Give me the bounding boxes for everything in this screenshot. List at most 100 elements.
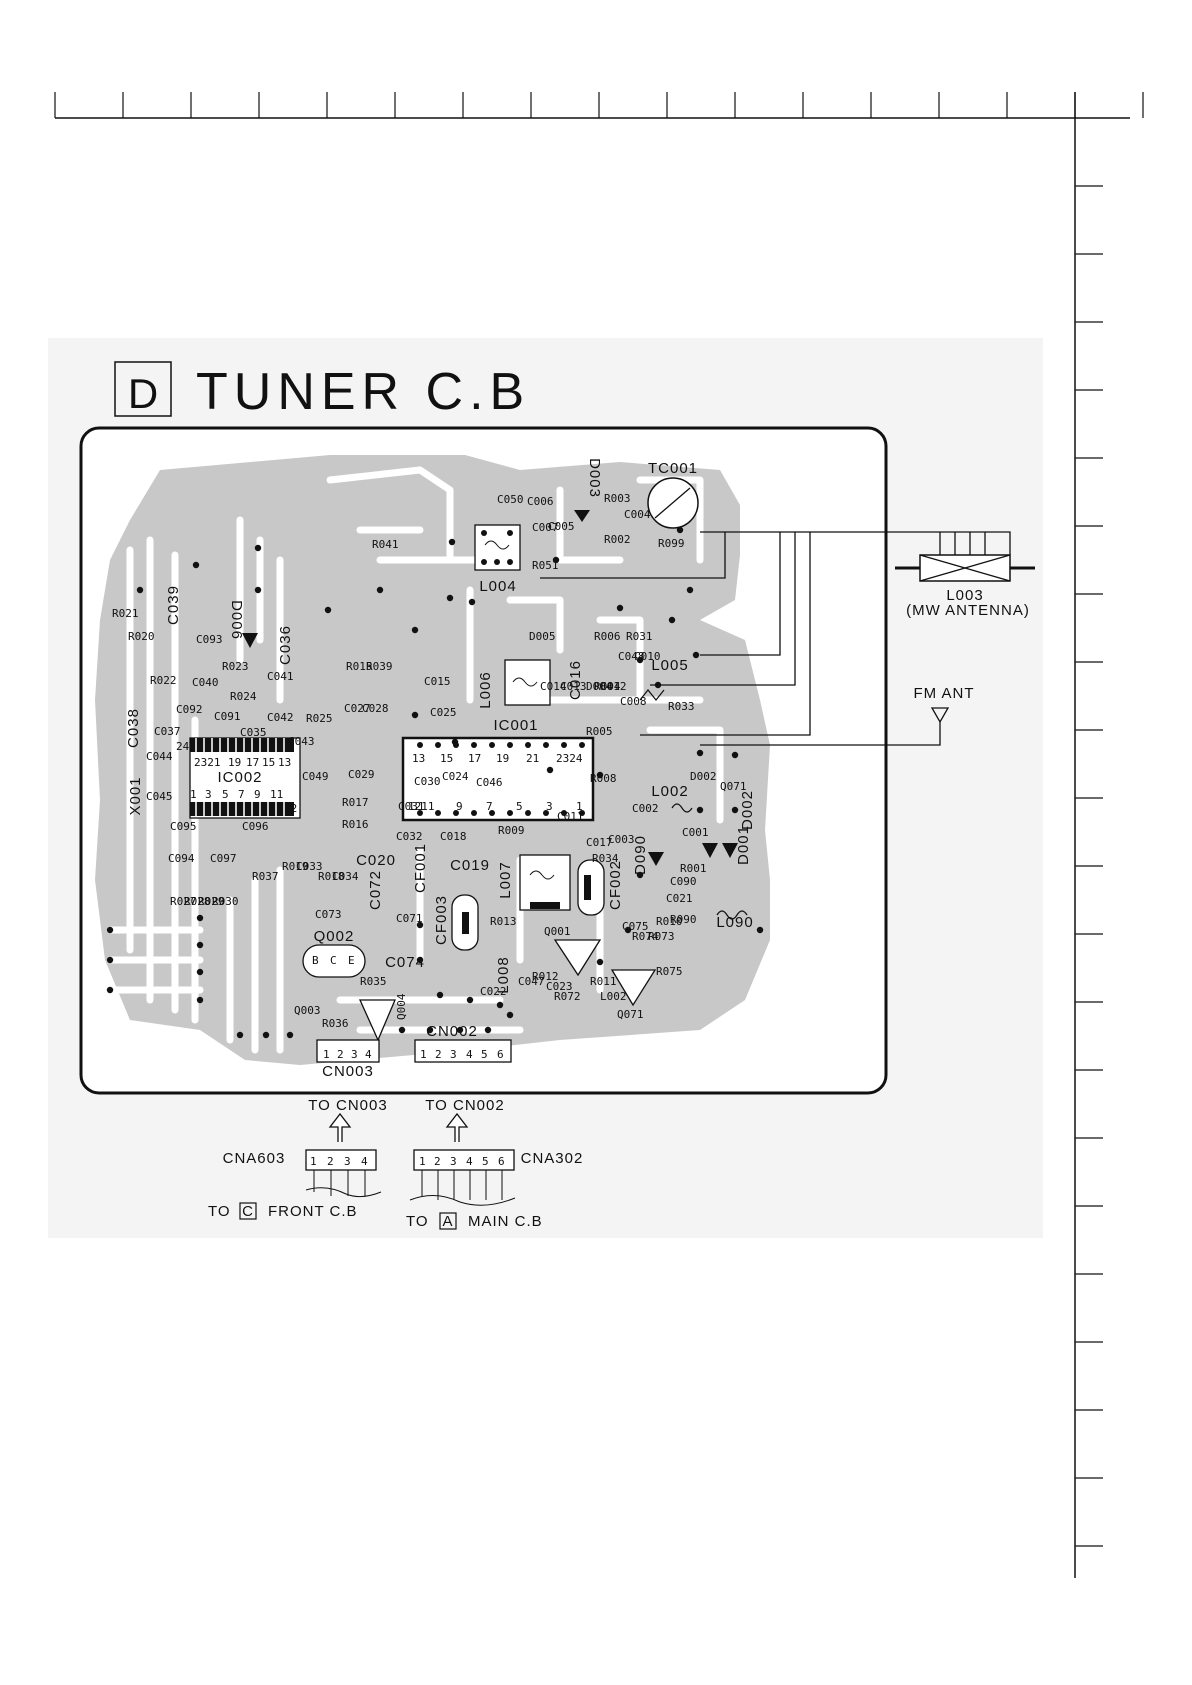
solder-pad (446, 594, 454, 602)
ic002-pin-9: 9 (254, 788, 261, 801)
q003-label: Q003 (294, 1004, 321, 1017)
fm-antenna: FM ANT (914, 685, 974, 724)
component-label-c033: C033 (296, 860, 323, 873)
solder-pad (456, 1026, 464, 1034)
component-label-r021: R021 (112, 607, 139, 620)
component-label-c003: C003 (608, 833, 635, 846)
component-label-r011: R011 (590, 975, 617, 988)
solder-pad (398, 1026, 406, 1034)
to-main-prefix: TO (406, 1213, 429, 1230)
cn002-connector: CN002 1 2 3 4 5 6 (414, 1023, 512, 1063)
component-label-r039: R039 (366, 660, 393, 673)
cn003-pin-3: 3 (351, 1048, 358, 1061)
solder-pad (636, 656, 644, 664)
ic001-pin-3: 3 (546, 800, 553, 813)
component-label-r075: R075 (656, 965, 683, 978)
mw-antenna-coil: L003 (MW ANTENNA) (895, 532, 1035, 619)
component-label-c095: C095 (170, 820, 197, 833)
solder-pad (756, 926, 764, 934)
component-label-r003: R003 (604, 492, 631, 505)
l006-coil: L006 (477, 659, 551, 709)
solder-pad (411, 626, 419, 634)
solder-pad (676, 526, 684, 534)
cna302-connector (413, 1149, 515, 1171)
component-label-r028: R028 (184, 895, 211, 908)
c072-label: C072 (367, 870, 384, 910)
solder-pad (196, 996, 204, 1004)
component-label-c011: C011 (557, 810, 584, 823)
to-cn003-label: TO CN003 (308, 1097, 387, 1114)
ic001-pin-9: 9 (456, 800, 463, 813)
component-label-c004: C004 (624, 508, 651, 521)
component-label-c091: C091 (214, 710, 241, 723)
cn003-pin-2: 2 (337, 1048, 344, 1061)
cna302-pin-5: 5 (482, 1155, 489, 1168)
solder-pad (254, 544, 262, 552)
component-label-r041: R041 (372, 538, 399, 551)
solder-pad (262, 1031, 270, 1039)
component-label-c037: C037 (154, 725, 181, 738)
solder-pad (468, 598, 476, 606)
component-label-c012: C012 (600, 680, 627, 693)
cf003-filter: CF003 (433, 894, 479, 951)
component-label-r010: R010 (656, 915, 683, 928)
component-label-c034: C034 (332, 870, 359, 883)
cna302-pin-6: 6 (498, 1155, 505, 1168)
component-label-r009: R009 (498, 824, 525, 837)
component-label-c094: C094 (168, 852, 195, 865)
q071-label: Q071 (617, 1008, 644, 1021)
ic002-pin-19: 19 (228, 756, 241, 769)
ic002-pin-2321: 2321 (194, 756, 221, 769)
cn003-pin-4: 4 (365, 1048, 372, 1061)
component-label-d004: D004 (586, 680, 613, 693)
d090-label: D090 (632, 835, 649, 875)
d001-label: D001 (735, 825, 752, 865)
q002-label: Q002 (314, 928, 355, 945)
cna603-pin-1: 1 (310, 1155, 317, 1168)
q002-transistor: Q002 B C E (302, 928, 366, 978)
solder-pad (451, 738, 459, 746)
l007-label: L007 (497, 861, 514, 898)
ic002-pin-5: 5 (222, 788, 229, 801)
component-label-c046: C046 (476, 776, 503, 789)
component-label-c024: C024 (442, 770, 469, 783)
cn003-pin-1: 1 (323, 1048, 330, 1061)
solder-pad (411, 711, 419, 719)
c020-label: C020 (356, 852, 396, 869)
cna302-pin-3: 3 (450, 1155, 457, 1168)
d005-label: D005 (529, 630, 556, 643)
l004-coil: L004 (474, 524, 521, 595)
component-label-c049: C049 (302, 770, 329, 783)
solder-pad (196, 941, 204, 949)
component-label-r016: R016 (342, 818, 369, 831)
main-letter-box (439, 1212, 457, 1230)
component-label-r037: R037 (252, 870, 279, 883)
solder-pad (426, 1026, 434, 1034)
ic001-pin-1: 1 (576, 800, 583, 813)
ic001-pin-5: 5 (516, 800, 523, 813)
ic001-pin-2324: 2324 (556, 752, 583, 765)
component-label-c047: C047 (518, 975, 545, 988)
solder-pad (106, 926, 114, 934)
component-label-c002: C002 (632, 802, 659, 815)
component-label-r023: R023 (222, 660, 249, 673)
title-text: TUNER C.B (196, 363, 530, 421)
cn002-pin-5: 5 (481, 1048, 488, 1061)
component-label-r015: R015 (346, 660, 373, 673)
cn002-pin-2: 2 (435, 1048, 442, 1061)
component-label-r034: R034 (592, 852, 619, 865)
d002-diode: D002 (702, 790, 756, 858)
l008-label: L008 (495, 956, 512, 993)
q002-pin-e: E (348, 954, 355, 967)
solder-pad (286, 1031, 294, 1039)
component-label-r035: R035 (360, 975, 387, 988)
l004-label: L004 (479, 578, 516, 595)
cna603-pin-2: 2 (327, 1155, 334, 1168)
component-label-c032: C032 (396, 830, 423, 843)
component-label-c005: C005 (548, 520, 575, 533)
front-letter: C (242, 1203, 254, 1220)
d090-diode: D090 (632, 835, 664, 875)
cna603-label: CNA603 (223, 1150, 286, 1167)
component-label-c006: C006 (527, 495, 554, 508)
ic002-pin-1: 1 (190, 788, 197, 801)
